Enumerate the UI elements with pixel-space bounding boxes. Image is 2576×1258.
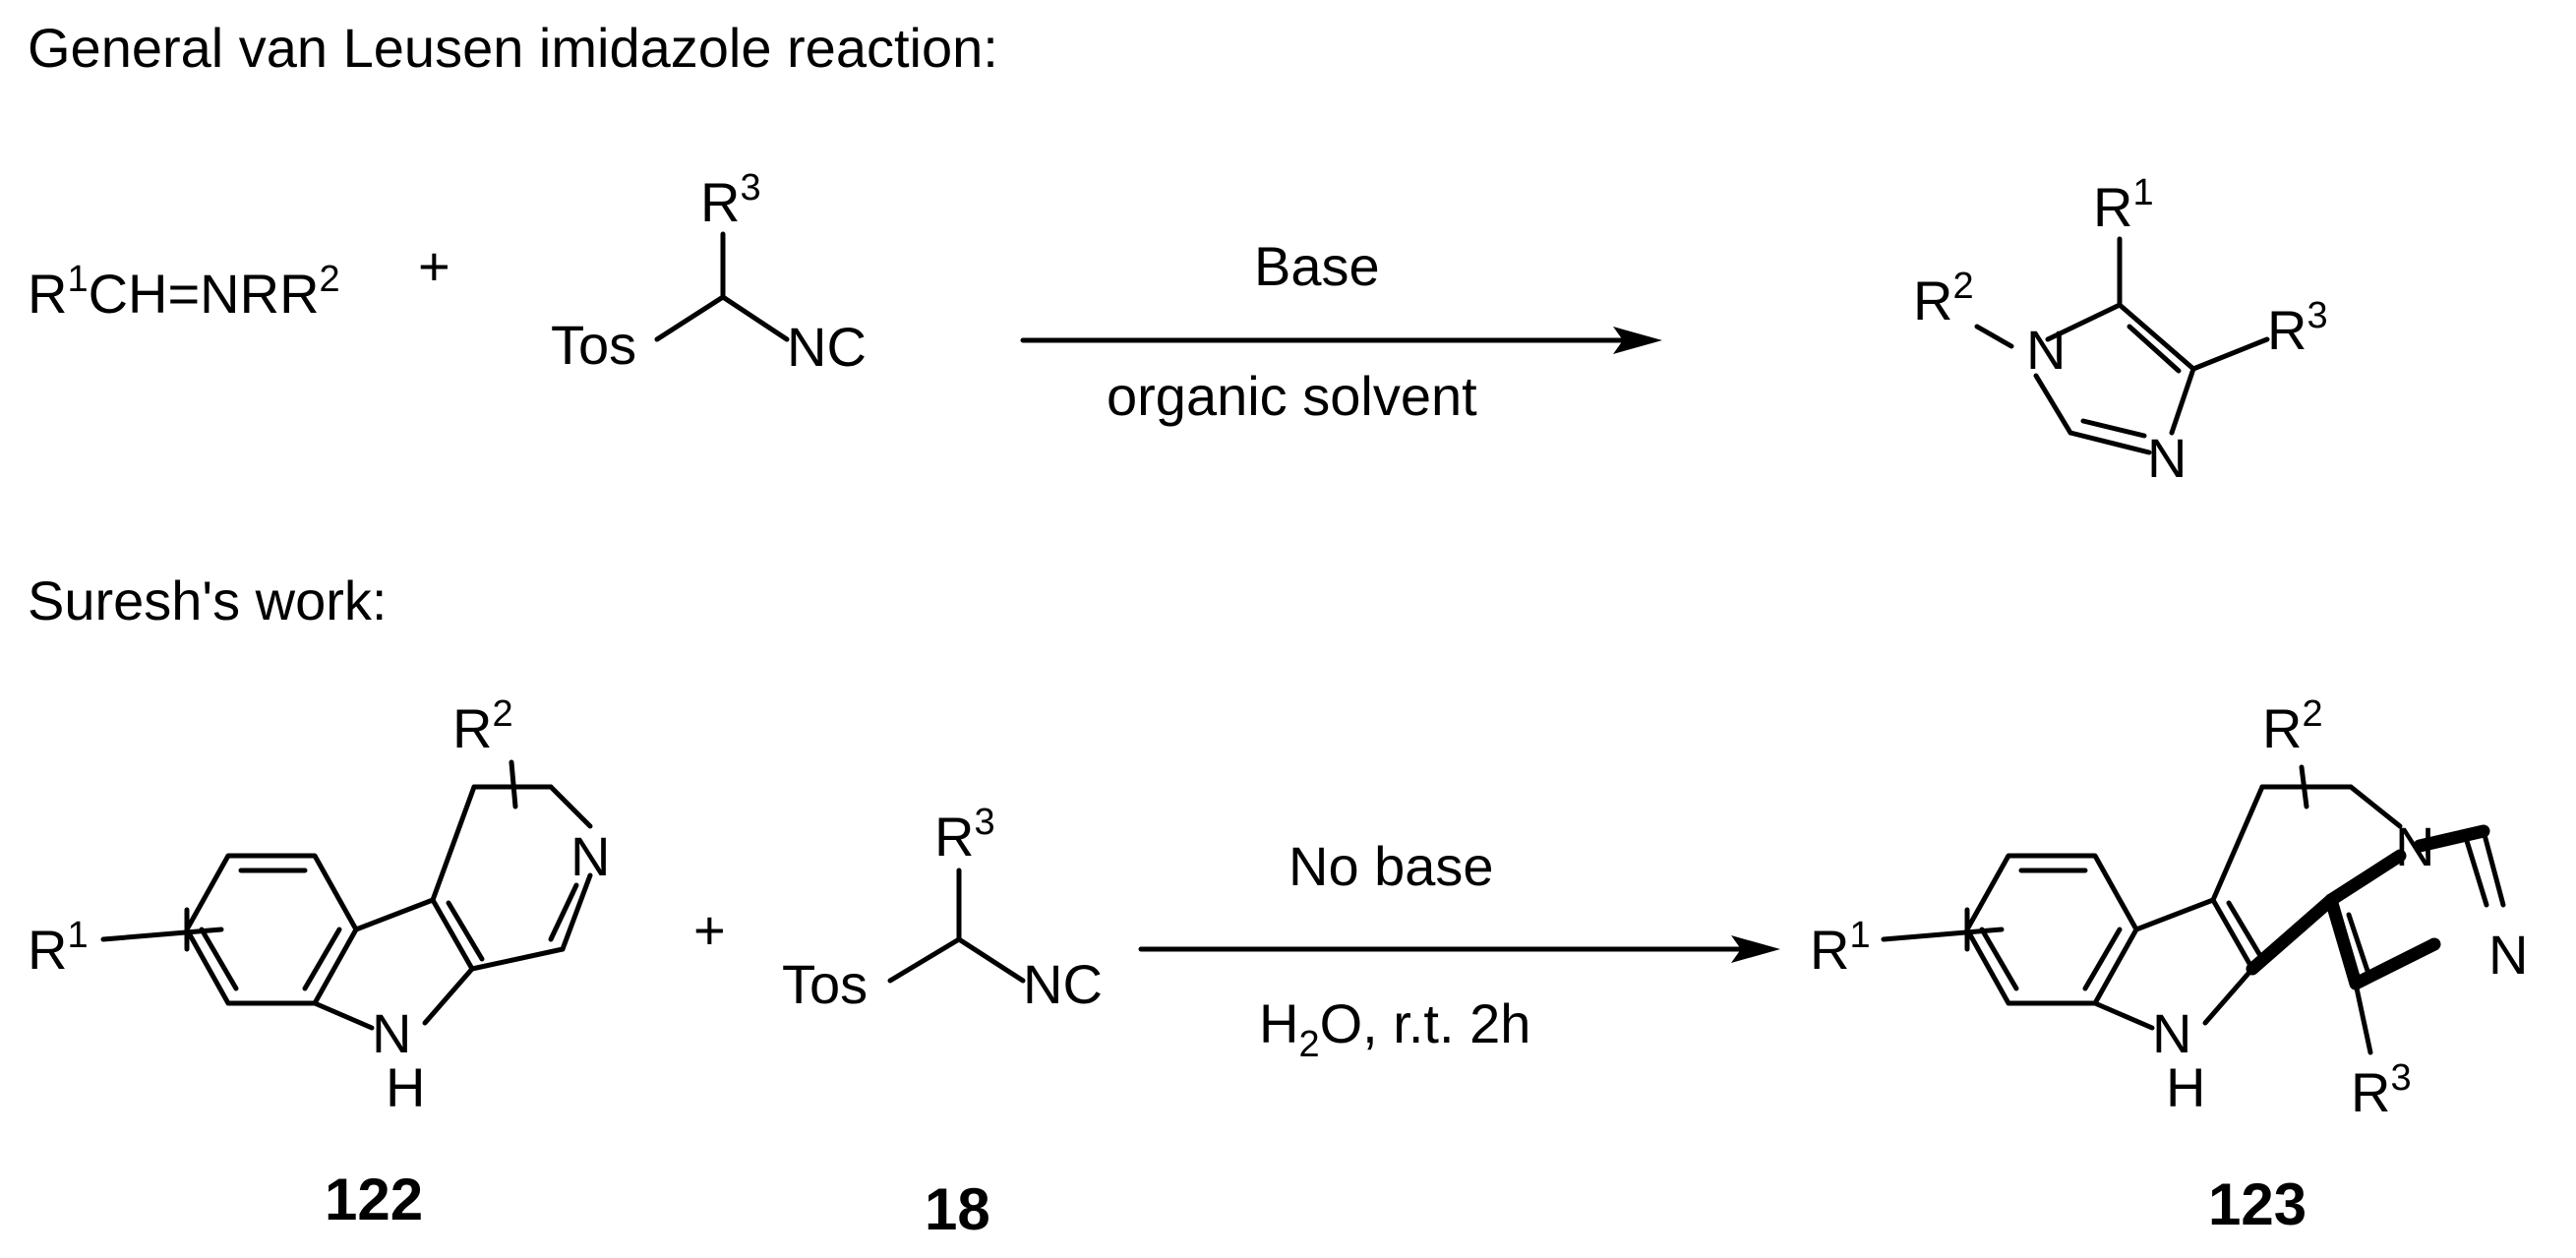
svg-text:Tos: Tos [551,314,636,376]
compound-label-123: 123 [2208,1171,2306,1237]
heading-general: General van Leusen imidazole reaction: [28,17,998,79]
svg-text:N: N [2395,815,2434,877]
plus-sign-1: + [418,235,450,297]
reaction-arrow-2: No base H2O, r.t. 2h [1138,835,1780,1065]
svg-text:R3: R3 [2267,295,2328,361]
svg-text:R3: R3 [700,167,761,233]
svg-text:H: H [386,1056,425,1118]
svg-text:N: N [372,1002,411,1064]
svg-text:R3: R3 [2351,1057,2412,1123]
svg-text:R2: R2 [1913,266,1974,331]
svg-text:R3: R3 [934,802,995,868]
reaction-arrow-1: Base organic solvent [1020,235,1662,427]
tosmic-reactant-1: R3 Tos NC [551,167,867,378]
svg-text:R1: R1 [2093,172,2154,238]
compound-label-18: 18 [925,1176,990,1242]
svg-text:N: N [2488,924,2528,986]
svg-text:NC: NC [787,316,867,378]
arrow1-solvent: organic solvent [1107,365,1477,427]
svg-text:R1CH=NRR2: R1CH=NRR2 [28,259,340,325]
svg-text:N: N [2152,1002,2191,1064]
arrow2-reagent: No base [1288,835,1494,897]
svg-text:NC: NC [1023,953,1103,1015]
arrow1-reagent: Base [1254,235,1380,297]
plus-sign-2: + [693,899,726,961]
svg-text:R1: R1 [28,915,89,981]
tosmic-reactant-2: R3 Tos NC [782,802,1103,1015]
svg-text:R1: R1 [1810,915,1871,981]
heading-suresh: Suresh's work: [28,569,387,631]
compound-122-structure: N N H R2 R1 [28,693,610,1118]
svg-text:H: H [2166,1056,2205,1118]
compound-label-122: 122 [325,1167,423,1232]
imidazole-product: N N R1 R2 R3 [1913,172,2328,489]
compound-123-structure: N N N H R2 R1 R3 [1810,693,2528,1123]
svg-text:R2: R2 [2262,693,2323,759]
svg-text:N: N [2147,427,2187,489]
svg-text:N: N [2026,319,2066,381]
svg-text:N: N [570,825,610,887]
arrow2-conditions: H2O, r.t. 2h [1259,992,1530,1065]
svg-text:R2: R2 [452,693,513,759]
imine-reactant: R1CH=NRR2 [28,259,340,325]
svg-text:Tos: Tos [782,953,868,1015]
